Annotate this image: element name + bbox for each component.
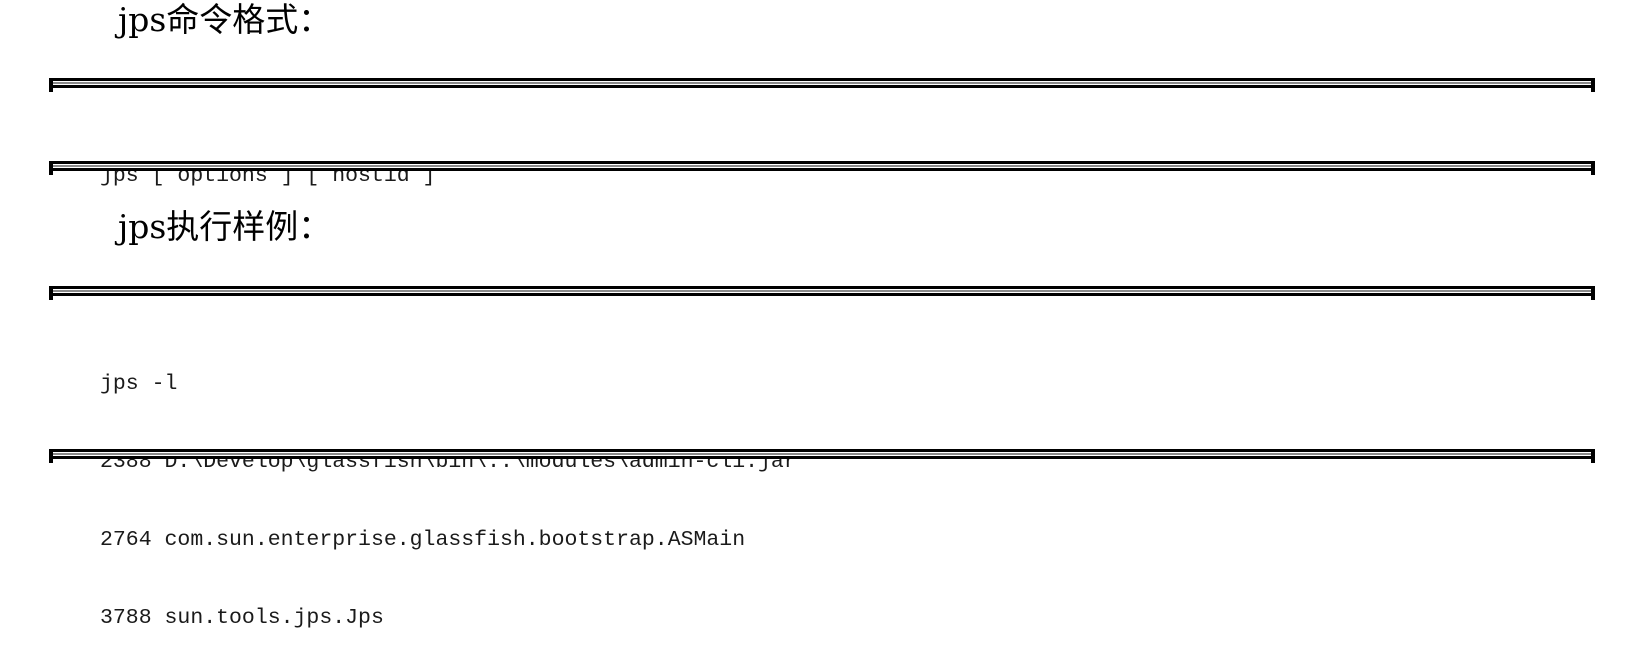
rule-cap-right bbox=[1591, 78, 1595, 92]
code-block-top-rule bbox=[49, 286, 1595, 300]
rule-cap-left bbox=[49, 286, 53, 300]
rule-cap-left bbox=[49, 78, 53, 92]
rule-cap-right bbox=[1591, 449, 1595, 463]
rule-cap-right bbox=[1591, 286, 1595, 300]
rule-cap-right bbox=[1591, 161, 1595, 175]
code-line: 3788 sun.tools.jps.Jps bbox=[100, 606, 384, 630]
section-heading-example: jps执行样例： bbox=[118, 207, 332, 246]
rule-cap-left bbox=[49, 161, 53, 175]
section-heading-format: jps命令格式： bbox=[118, 0, 332, 39]
code-line: jps -l bbox=[100, 372, 178, 396]
code-block-bottom-rule bbox=[49, 449, 1595, 463]
code-block-example: jps -l 2388 D:\Develop\glassfish\bin\..\… bbox=[100, 319, 797, 657]
code-block-bottom-rule bbox=[49, 161, 1595, 175]
rule-cap-left bbox=[49, 449, 53, 463]
code-block-top-rule bbox=[49, 78, 1595, 92]
code-line: 2764 com.sun.enterprise.glassfish.bootst… bbox=[100, 528, 746, 552]
